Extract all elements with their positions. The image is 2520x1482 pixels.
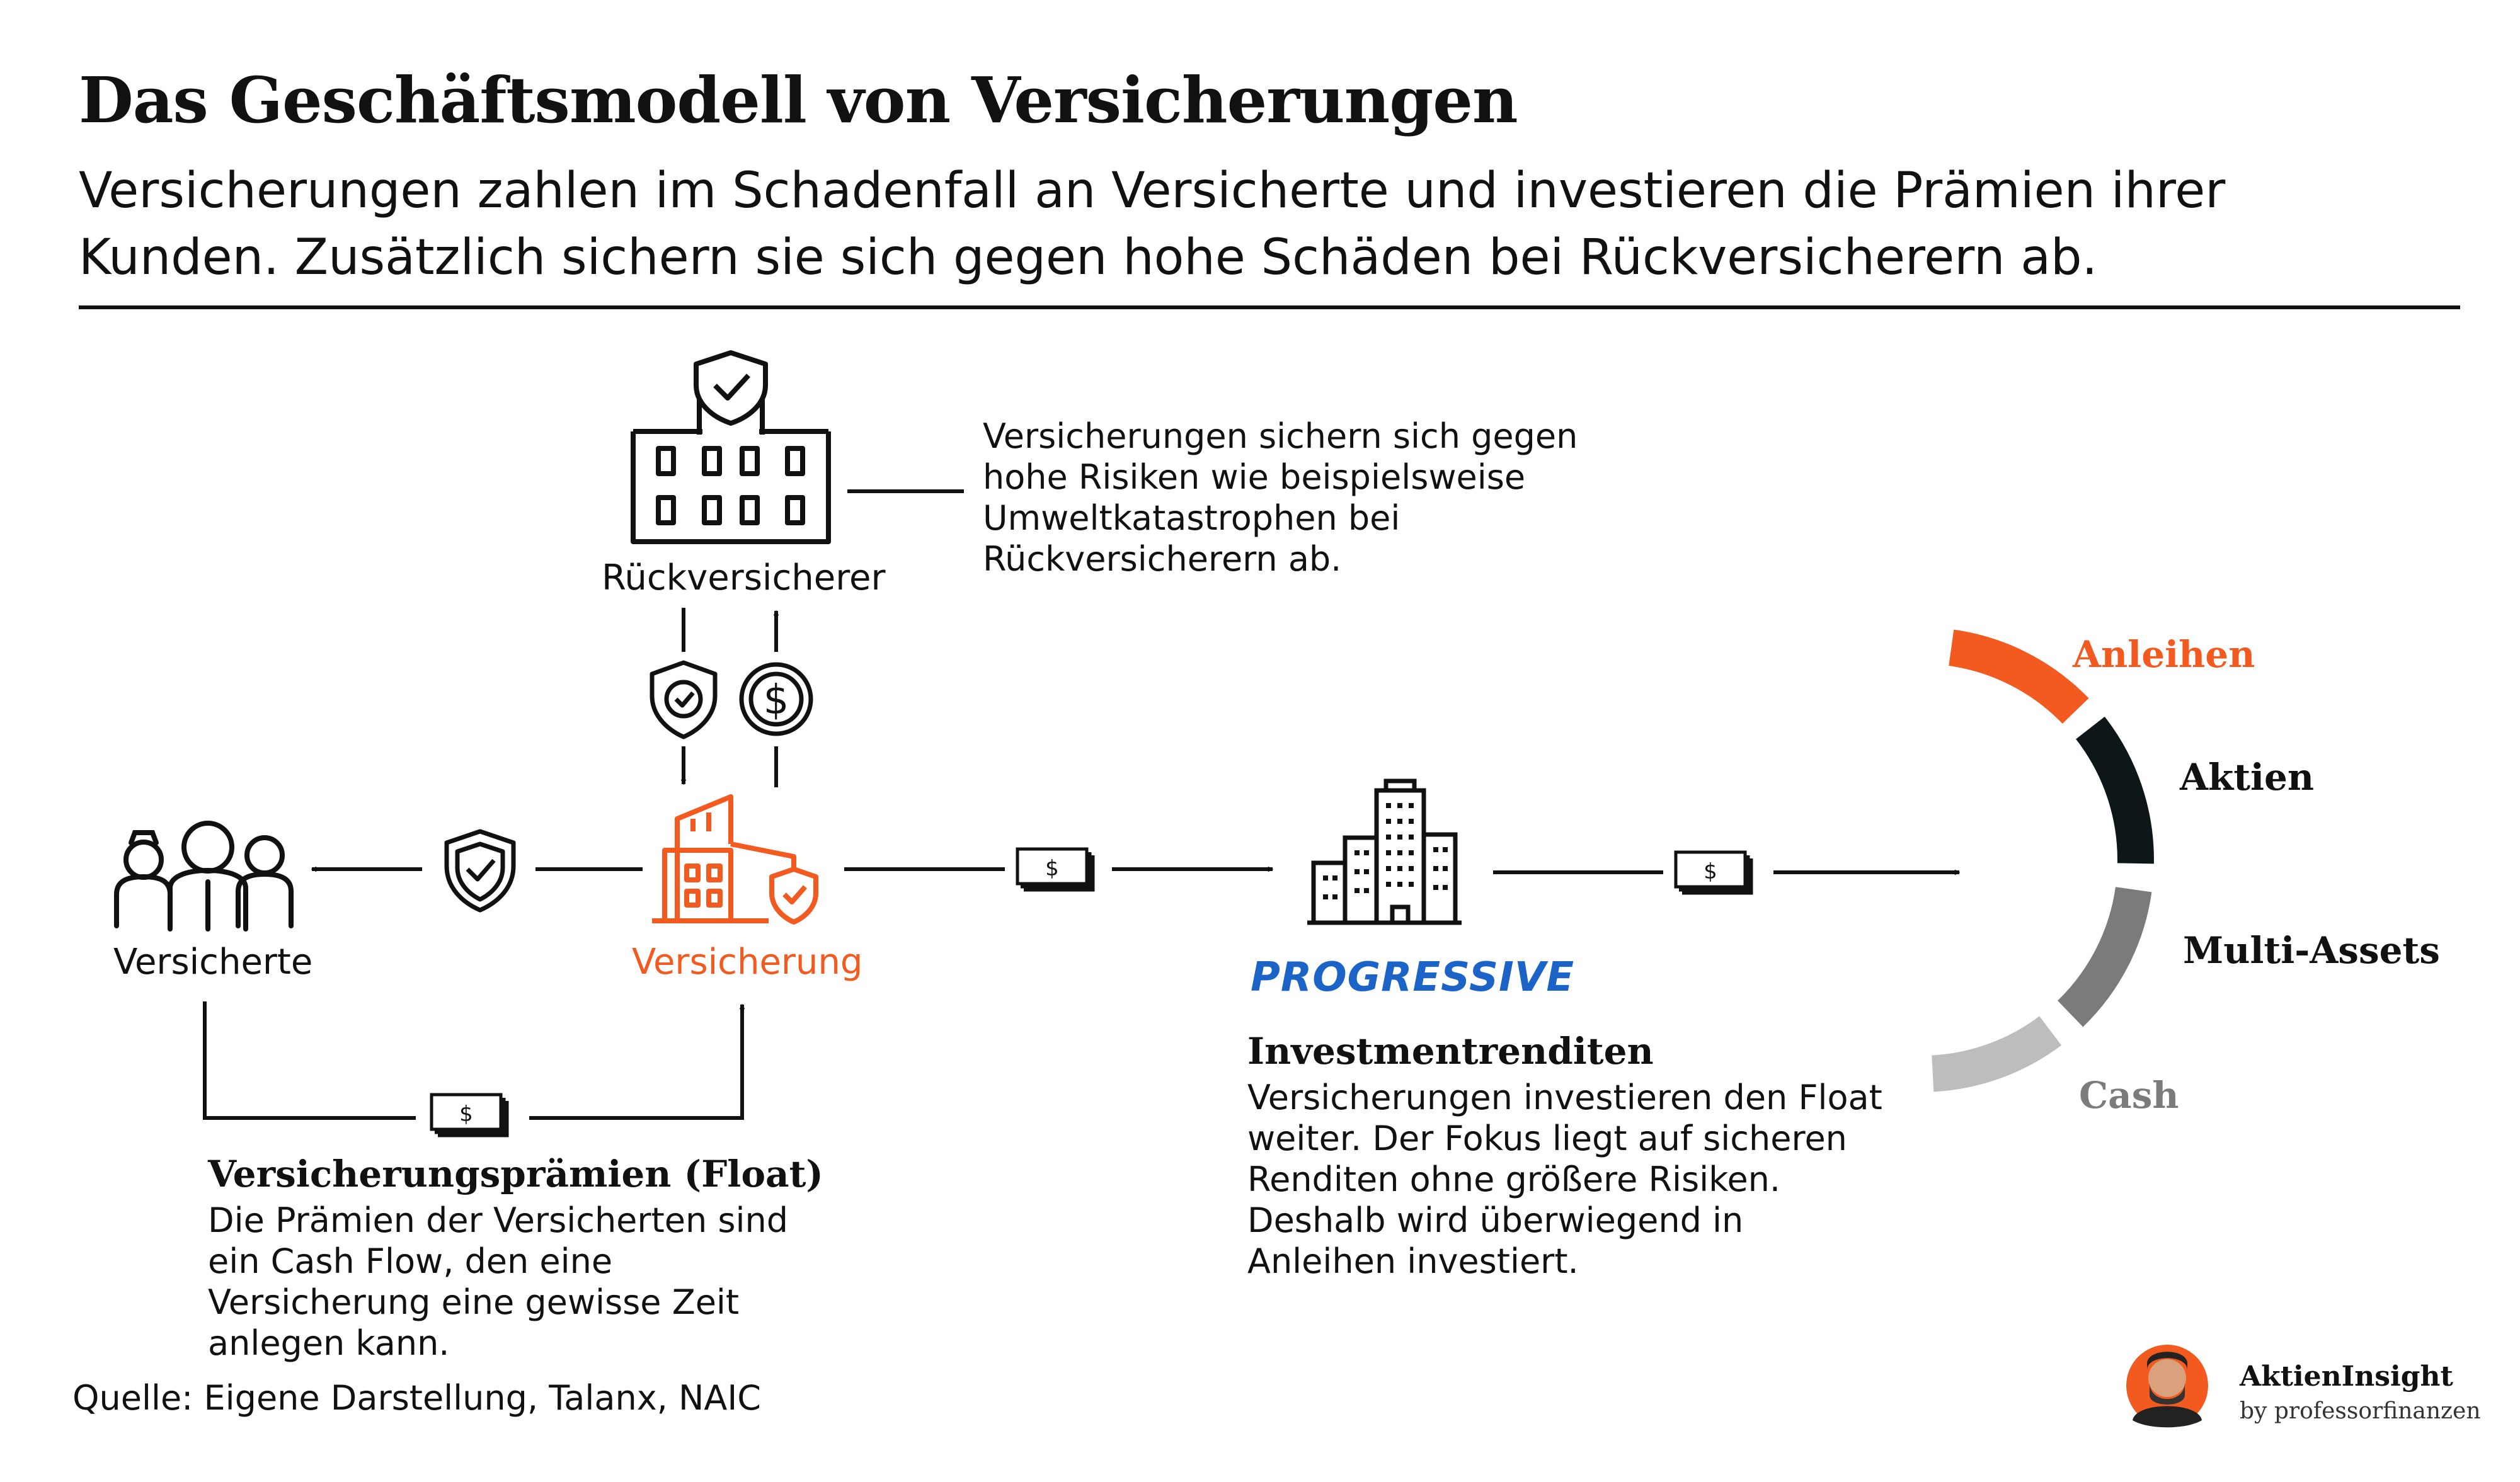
svg-text:$: $ <box>459 1102 473 1127</box>
ring-segment-multi-assets <box>2057 886 2152 1027</box>
allocation-ring <box>1931 629 2154 1092</box>
avatar-logo <box>2126 1345 2208 1428</box>
reinsurer-building-icon <box>631 350 831 544</box>
svg-text:$: $ <box>1704 859 1717 884</box>
ring-segment-aktien <box>2075 716 2154 864</box>
segment-label-anleihen: Anleihen <box>2073 633 2255 676</box>
banknote-icon: $ <box>1016 847 1095 892</box>
ring-segment-anleihen <box>1948 629 2089 724</box>
segment-label-cash: Cash <box>2079 1074 2179 1117</box>
float-text: Die Prämien der Versicherten sind ein Ca… <box>208 1200 789 1363</box>
page-subtitle: Versicherungen zahlen im Schadenfall an … <box>79 162 2226 286</box>
investment-heading: Investmentrenditen <box>1247 1030 1654 1073</box>
investment-text: Versicherungen investieren den Float wei… <box>1247 1078 1882 1281</box>
segment-label-multi-assets: Multi-Assets <box>2183 929 2440 972</box>
banknote-icon: $ <box>430 1093 509 1137</box>
header-divider <box>79 305 2460 309</box>
float-arrow-to-insurer <box>529 1005 742 1120</box>
shield-check-icon <box>444 829 516 913</box>
people-icon <box>114 821 294 932</box>
skyscraper-icon <box>1307 778 1462 925</box>
reinsurer-label: Rückversicherer <box>602 557 886 598</box>
segment-label-aktien: Aktien <box>2180 756 2315 799</box>
brand-name: AktienInsight <box>2240 1360 2453 1393</box>
insurer-building-icon <box>652 794 818 925</box>
shield-check-icon <box>650 660 718 739</box>
float-heading: Versicherungsprämien (Float) <box>208 1153 823 1195</box>
skyscraper-windows <box>1323 803 1448 899</box>
ring-segment-cash <box>1931 1016 2062 1092</box>
insured-label: Versicherte <box>113 942 313 983</box>
progressive-logo: PROGRESSIVE <box>1251 954 1575 1001</box>
banknote-icon: $ <box>1674 850 1753 895</box>
float-line-left <box>203 1001 416 1120</box>
brand-subtitle: by professorfinanzen <box>2240 1398 2481 1424</box>
dollar-coin-icon: $ <box>739 662 813 736</box>
reinsurer-note: Versicherungen sichern sich gegen hohe R… <box>983 416 1578 579</box>
page-title: Das Geschäftsmodell von Versicherungen <box>79 63 1518 137</box>
source-note: Quelle: Eigene Darstellung, Talanx, NAIC <box>72 1378 761 1418</box>
insurer-label: Versicherung <box>632 942 863 983</box>
svg-text:$: $ <box>764 677 789 724</box>
svg-text:$: $ <box>1045 856 1059 881</box>
